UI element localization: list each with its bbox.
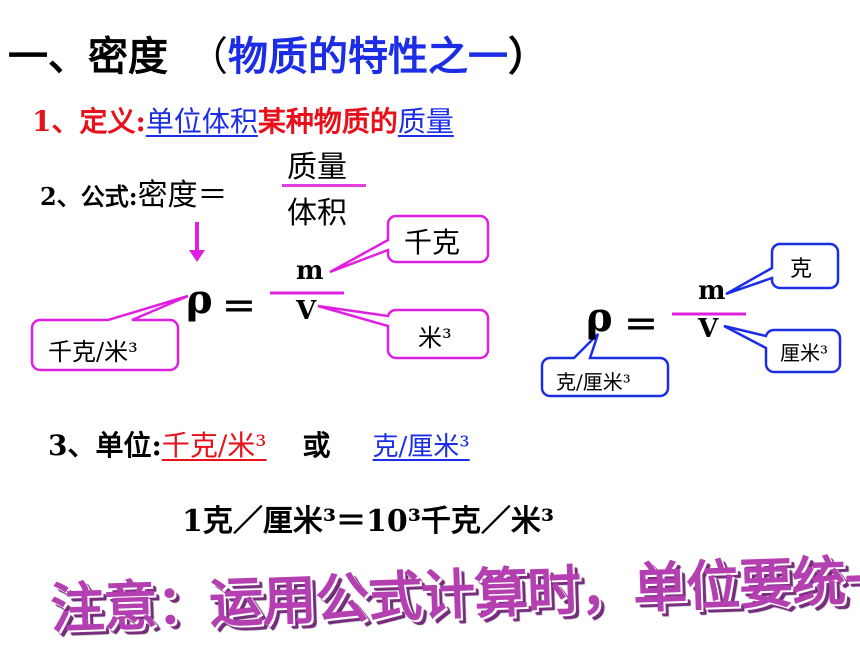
- callout-kg-per-m3: [30, 294, 189, 372]
- note-banner: 注意：运用公式计算时，单位要统一！！: [49, 544, 860, 641]
- units-line: 3、单位:千克/米³ 或 克/厘米³: [48, 424, 470, 464]
- unit-conversion: 1克／厘米³＝10³千克／米³: [182, 504, 555, 539]
- title-paren-close: ）: [508, 33, 548, 80]
- definition-mass: 质量: [397, 105, 454, 138]
- callout-kilogram: [329, 214, 490, 274]
- si-formula-diagram: [30, 214, 490, 372]
- formula-number: 2、公式:: [40, 182, 138, 211]
- callout-kg-per-m3-text: 千克/米³: [48, 338, 138, 366]
- callout-gram-text: 克: [790, 257, 813, 282]
- formula-label: 2、公式:密度＝: [40, 170, 228, 214]
- cgs-mass-symbol: m: [698, 276, 726, 306]
- callout-cubic-cm-text: 厘米³: [780, 341, 829, 365]
- callout-g-per-cm3: [540, 333, 670, 398]
- callout-gram: [725, 242, 840, 296]
- title-subtitle: 物质的特性之一: [228, 33, 508, 80]
- definition-prefix: 1、定义:: [32, 105, 146, 138]
- cgs-volume-symbol: V: [698, 314, 719, 344]
- cgs-formula-diagram: [540, 242, 842, 398]
- formula-denominator: 体积: [287, 196, 347, 231]
- definition-line: 1、定义:单位体积某种物质的质量: [32, 100, 454, 140]
- units-label: 3、单位:: [48, 429, 162, 462]
- units-si: 千克/米³: [161, 429, 267, 462]
- callout-cubic-cm: [723, 324, 842, 374]
- si-mass-symbol: m: [296, 256, 324, 286]
- title-main: 一、密度: [8, 33, 168, 80]
- formula-fraction-line: [282, 184, 366, 187]
- si-rho: ρ: [186, 276, 213, 323]
- page-title: 一、密度 （物质的特性之一）: [8, 24, 548, 82]
- formula-numerator: 质量: [287, 150, 347, 185]
- formula-lhs: 密度＝: [137, 178, 228, 213]
- units-or: 或: [302, 429, 331, 462]
- cgs-rho: ρ: [586, 294, 613, 341]
- definition-unit-volume: 单位体积: [145, 105, 258, 138]
- si-volume-symbol: V: [296, 296, 317, 326]
- callout-cubic-meter: [317, 304, 490, 360]
- callout-cubic-meter-text: 米³: [418, 324, 452, 352]
- si-equals: ＝: [222, 288, 256, 328]
- cgs-equals: ＝: [624, 306, 658, 346]
- callout-g-per-cm3-text: 克/厘米³: [556, 370, 631, 394]
- title-paren-open: （: [188, 34, 228, 80]
- units-cgs: 克/厘米³: [372, 432, 470, 462]
- definition-substance: 某种物质的: [257, 105, 398, 138]
- down-arrow-icon: [189, 222, 205, 262]
- callout-kilogram-text: 千克: [404, 226, 461, 259]
